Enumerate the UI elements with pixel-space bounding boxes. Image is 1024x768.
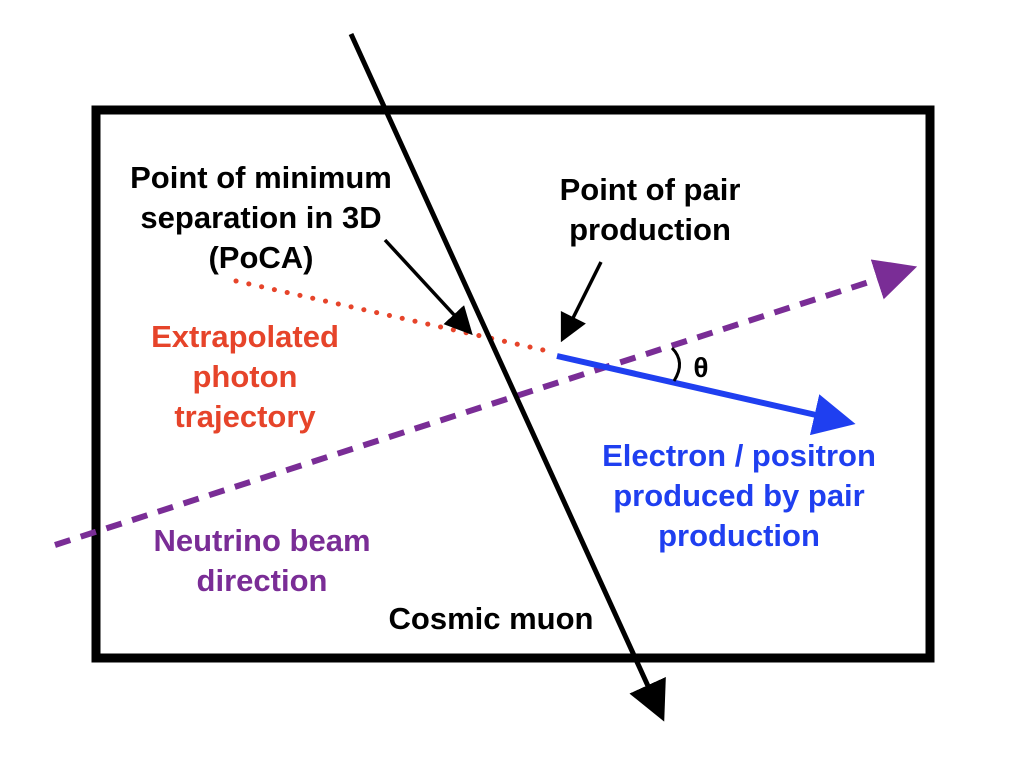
poca-pointer-arrow [383,238,473,336]
pair-production-point-label: Point of pair production [559,172,741,247]
photon-trajectory-line [233,278,555,355]
electron-positron-label: Electron / positron produced by pair pro… [602,438,876,553]
angle-arc [670,346,681,382]
detector-frame [91,105,935,663]
cosmic-muon-track [348,32,666,722]
photon-trajectory-label: Extrapolated photon trajectory [151,319,339,434]
cosmic-muon-label: Cosmic muon [388,601,594,636]
angle-theta-label: θ [693,352,709,383]
electron-positron-track [556,353,856,436]
neutrino-beam-line [54,259,918,548]
pair-production-pointer-arrow [560,261,603,343]
poca-label: Point of minimum separation in 3D (PoCA) [130,160,392,275]
neutrino-beam-label: Neutrino beam direction [153,523,371,598]
